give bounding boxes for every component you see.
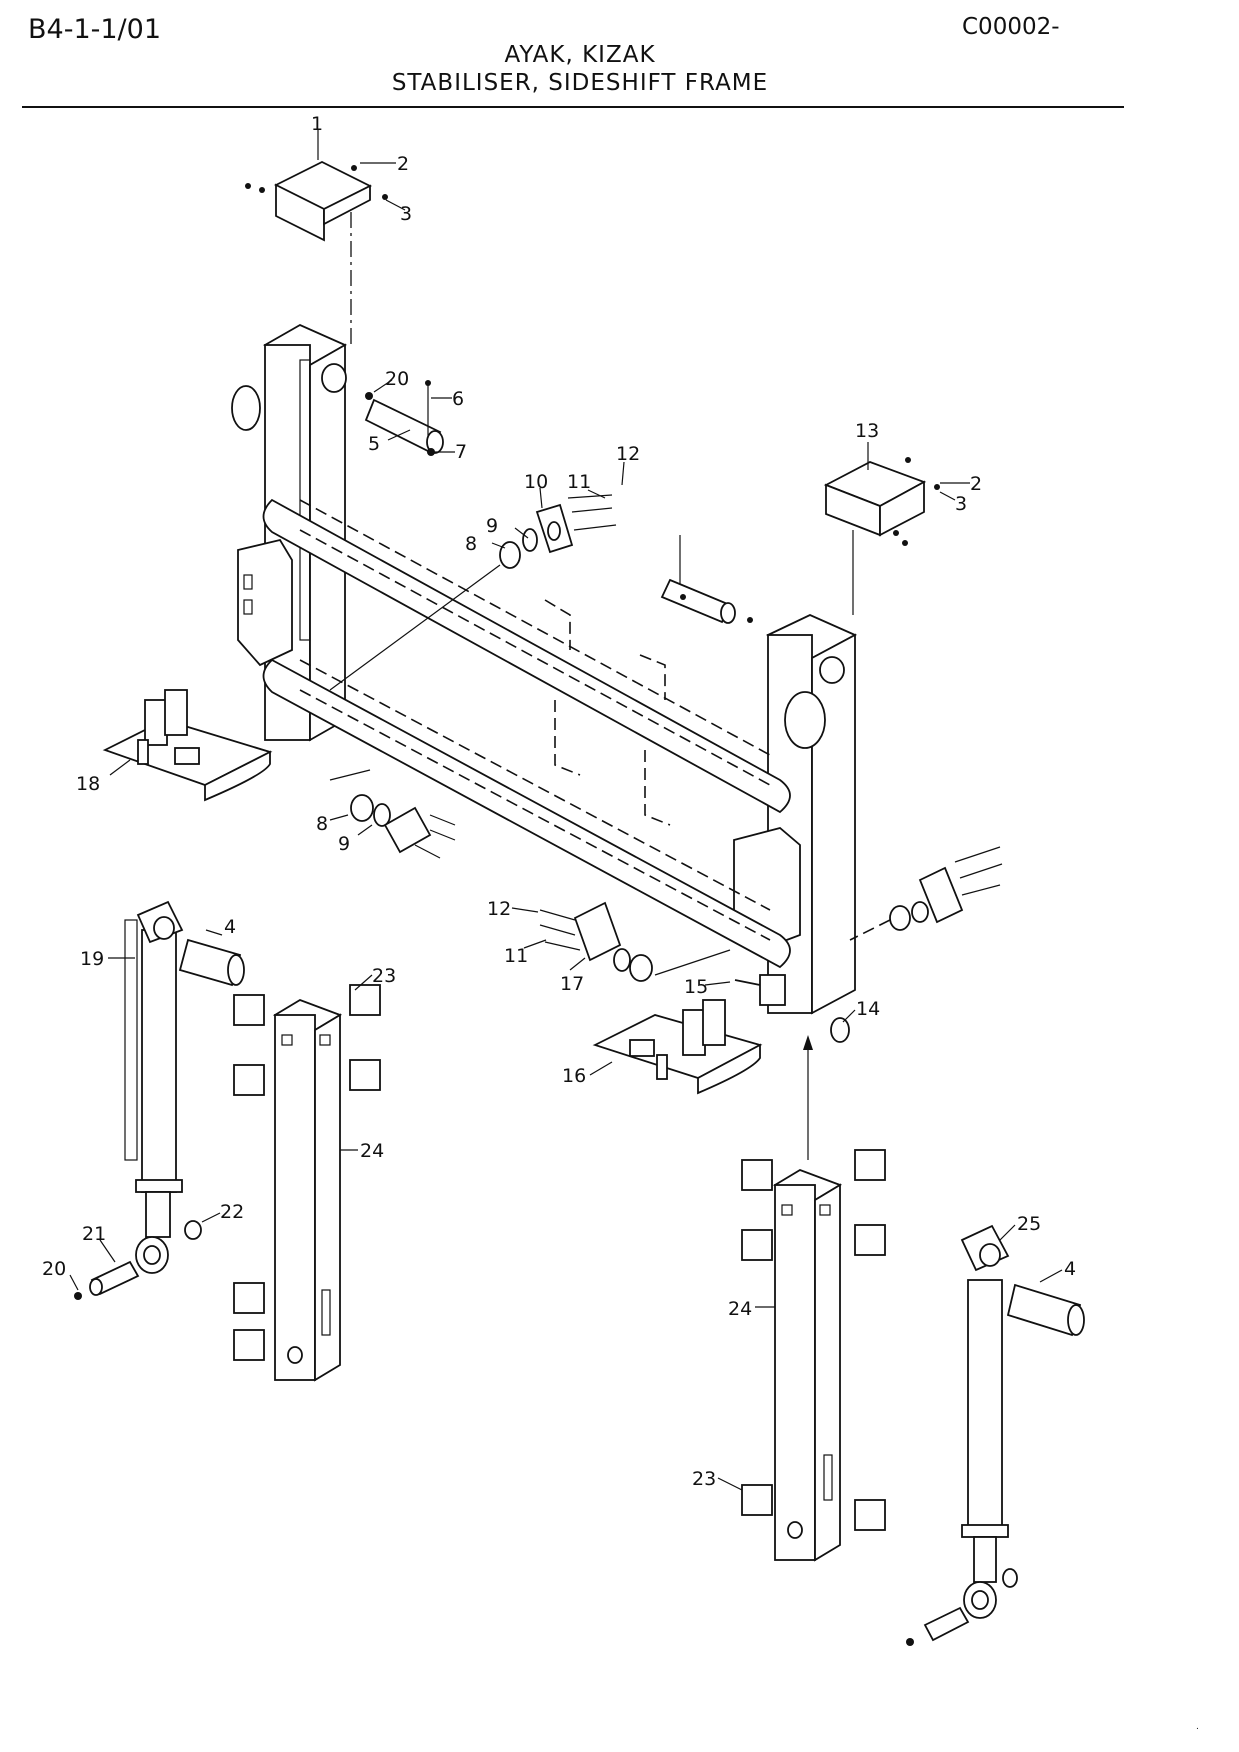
callout: 9 — [338, 833, 350, 855]
callout: 3 — [400, 203, 412, 225]
callout: 2 — [970, 473, 982, 495]
callout: 8 — [316, 813, 328, 835]
callout: 11 — [504, 945, 528, 967]
callout: 8 — [465, 533, 477, 555]
part-23-pads-right — [741, 1149, 886, 1531]
callout: 19 — [80, 948, 104, 970]
callout: 5 — [368, 433, 380, 455]
part-21-22-20-left — [74, 1220, 202, 1300]
part-13-cover-box — [823, 457, 940, 546]
callout: 4 — [224, 916, 236, 938]
part-4-pin-right — [1006, 1283, 1085, 1337]
callout: 12 — [487, 898, 511, 920]
callout: 20 — [42, 1258, 66, 1280]
callout: 18 — [76, 773, 100, 795]
part-19-cylinder — [124, 900, 184, 1274]
callout: 16 — [562, 1065, 586, 1087]
assembly-line — [654, 949, 731, 976]
part-23-pads-left — [233, 984, 381, 1361]
page-id: B4-1-1/01 — [28, 14, 161, 45]
callout: 4 — [1064, 1258, 1076, 1280]
part-10-flange-upper — [499, 494, 617, 569]
part-18-slide-plate — [102, 689, 273, 802]
callout: 24 — [728, 1298, 752, 1320]
arrow-head — [803, 1035, 813, 1050]
header-rule — [22, 106, 1124, 108]
callout: 21 — [82, 1223, 106, 1245]
part-4-pin-left — [178, 938, 245, 987]
callout: 20 — [385, 368, 409, 390]
part-1-cover-plate — [245, 160, 388, 242]
callout: 24 — [360, 1140, 384, 1162]
callout: 1 — [311, 113, 323, 135]
assembly-line — [849, 919, 891, 941]
footer-mark: . — [1196, 1722, 1199, 1732]
part-5-pin — [364, 380, 444, 456]
callout: 17 — [560, 973, 584, 995]
callout: 23 — [692, 1468, 716, 1490]
callout: 22 — [220, 1201, 244, 1223]
title-line-2: STABILISER, SIDESHIFT FRAME — [391, 70, 769, 96]
part-25-cylinder — [906, 1224, 1018, 1646]
callout-labels: 1 2 3 20 6 5 7 12 11 10 9 8 13 2 3 18 8 … — [42, 113, 1076, 1490]
callout: 25 — [1017, 1213, 1041, 1235]
assembly-line — [329, 769, 371, 781]
leader-lines — [69, 130, 1063, 1491]
part-24-tube-right — [772, 1169, 843, 1562]
callout: 6 — [452, 388, 464, 410]
right-flange-assembly — [889, 846, 1003, 931]
callout: 11 — [567, 471, 591, 493]
callout: 13 — [855, 420, 879, 442]
assembly-line — [329, 564, 501, 691]
callout: 12 — [616, 443, 640, 465]
callout: 7 — [455, 441, 467, 463]
callout: 2 — [397, 153, 409, 175]
part-17-flange — [539, 901, 653, 982]
part-24-tube-left — [272, 999, 343, 1382]
callout: 9 — [486, 515, 498, 537]
part-15-bolt — [734, 974, 786, 1006]
title-line-1: AYAK, KIZAK — [504, 42, 656, 68]
callout: 15 — [684, 976, 708, 998]
part-16-slide-plate — [592, 999, 763, 1095]
callout: 23 — [372, 965, 396, 987]
callout: 14 — [856, 998, 880, 1020]
callout: 3 — [955, 493, 967, 515]
frame-right-post — [733, 614, 858, 1015]
callout: 10 — [524, 471, 548, 493]
part-14-clip — [830, 1017, 850, 1043]
document-code: C00002- — [962, 14, 1060, 40]
frame-cross-bars — [262, 498, 791, 969]
right-pin-assembly — [660, 535, 753, 624]
part-8-9-lower-left — [350, 794, 456, 859]
